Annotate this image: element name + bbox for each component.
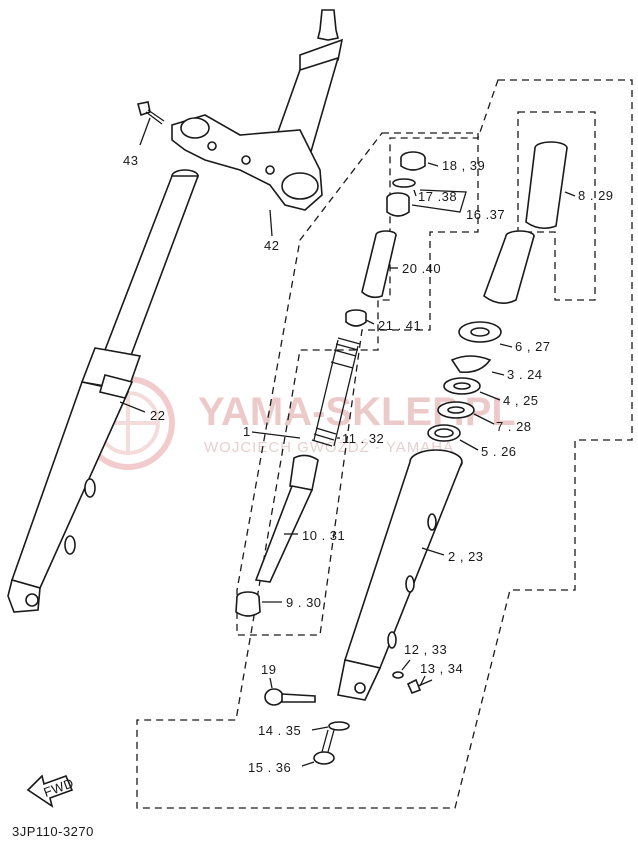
- left-fork-assembly: [7, 169, 200, 613]
- label-8-29: 8 . 29: [578, 188, 614, 203]
- label-42: 42: [264, 238, 279, 253]
- label-18-39: 18 , 39: [442, 158, 485, 173]
- watermark: YAMA-SKLEP.PL WOJCIECH GWÓŹDŹ - YAMAHA: [81, 376, 516, 470]
- label-3-24: 3 . 24: [507, 367, 543, 382]
- label-4-25: 4 , 25: [503, 393, 539, 408]
- label-19: 19: [261, 662, 276, 677]
- fwd-label: FWD: [42, 775, 76, 800]
- label-16-37: 16 .37: [466, 207, 505, 222]
- steering-stem-bracket: [171, 9, 344, 211]
- bolt-43: [137, 101, 165, 125]
- spacer-pipe: [361, 230, 397, 299]
- drain-screw-parts: [392, 671, 433, 695]
- label-20-40: 20 .40: [402, 261, 441, 276]
- dust-seal-tube: [483, 141, 568, 304]
- label-1: 1: [243, 424, 251, 439]
- damper-rod: [254, 454, 319, 583]
- label-10-31: 10 . 31: [302, 528, 345, 543]
- collar: [345, 309, 367, 327]
- label-9-30: 9 . 30: [286, 595, 322, 610]
- watermark-subtitle: WOJCIECH GWÓŹDŹ - YAMAHA: [204, 439, 454, 456]
- label-6-27: 6 , 27: [515, 339, 551, 354]
- part-labels: 43 42 22 1 18 , 39 17 .38 16 .37 8 . 29 …: [123, 153, 614, 775]
- lower-bolts: [264, 688, 350, 765]
- label-43: 43: [123, 153, 138, 168]
- label-12-33: 12 , 33: [404, 642, 447, 657]
- label-7-28: 7 . 28: [496, 419, 532, 434]
- label-14-35: 14 . 35: [258, 723, 301, 738]
- fwd-arrow-icon: FWD: [26, 774, 76, 808]
- assembly-outline-inner: [236, 132, 479, 636]
- fork-spring: [311, 337, 361, 447]
- leader-lines: [119, 117, 576, 767]
- label-13-34: 13 , 34: [420, 661, 463, 676]
- oil-lock-piece: [235, 591, 261, 617]
- label-21-41: 21 . 41: [378, 318, 421, 333]
- label-5-26: 5 . 26: [481, 444, 517, 459]
- diagram-code: 3JP110-3270: [12, 824, 94, 839]
- seal-stack: [427, 321, 502, 442]
- label-22: 22: [150, 408, 165, 423]
- fork-cap-parts: [386, 151, 426, 217]
- label-11-32: 11 . 32: [342, 431, 384, 446]
- outer-tube: [337, 449, 463, 701]
- label-2-23: 2 , 23: [448, 549, 484, 564]
- label-15-36: 15 . 36: [248, 760, 291, 775]
- label-17-38: 17 .38: [418, 189, 457, 204]
